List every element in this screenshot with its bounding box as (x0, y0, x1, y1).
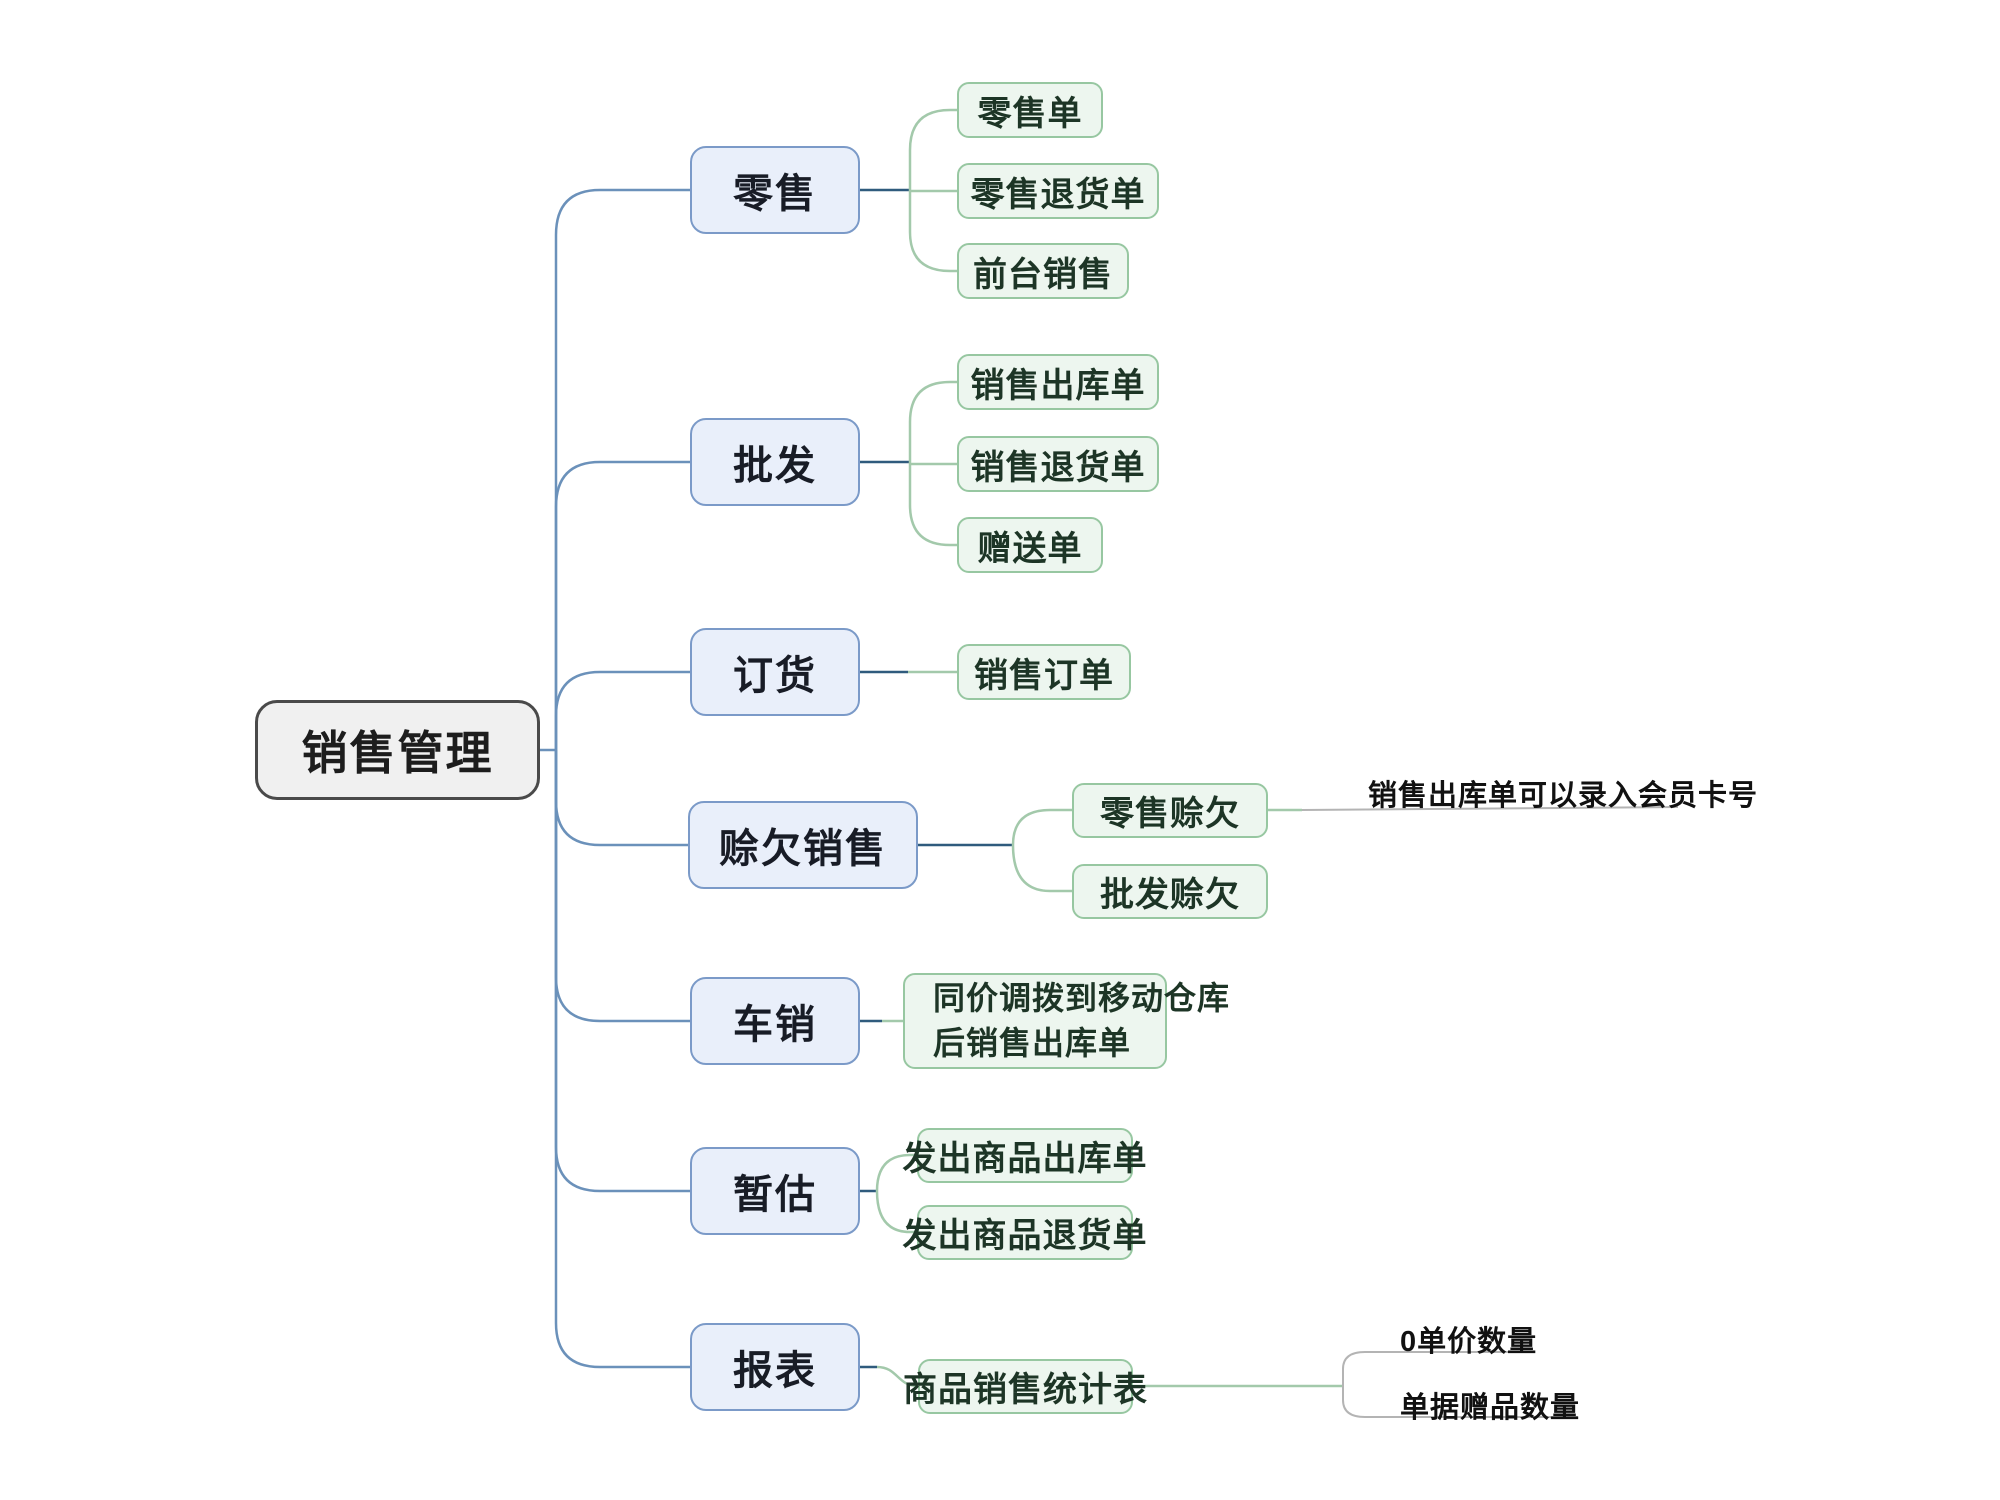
root-node-sales-management[interactable]: 销售管理 (255, 700, 540, 800)
branch-retail[interactable]: 零售 (690, 146, 860, 234)
branch-ordering[interactable]: 订货 (690, 628, 860, 716)
branch-reports[interactable]: 报表 (690, 1323, 860, 1411)
connector-credit-note-line (1301, 806, 1679, 811)
note-zero-unit-price-qty[interactable]: 0单价数量 (1400, 1326, 1538, 1358)
connector-trunk-vehicle (554, 750, 690, 1023)
branch-credit-sales[interactable]: 赊欠销售 (688, 801, 918, 889)
connector-credit-bracket (1011, 808, 1072, 893)
leaf-gift-order[interactable]: 赠送单 (957, 517, 1103, 573)
leaf-front-desk-sales[interactable]: 前台销售 (957, 243, 1129, 299)
leaf-transfer-line-1: 同价调拨到移动仓库 (933, 980, 1231, 1016)
branch-wholesale[interactable]: 批发 (690, 418, 860, 506)
leaf-sales-order[interactable]: 销售订单 (957, 644, 1131, 700)
connector-trunk-reports (554, 750, 690, 1369)
note-doc-gift-qty[interactable]: 单据赠品数量 (1400, 1392, 1581, 1424)
connector-reports-child (876, 1365, 919, 1388)
leaf-retail-credit[interactable]: 零售赊欠 (1072, 783, 1268, 838)
branch-provisional[interactable]: 暂估 (690, 1147, 860, 1235)
connector-trunk-retail (554, 188, 690, 750)
leaf-shipped-goods-return[interactable]: 发出商品退货单 (903, 1205, 1147, 1260)
leaf-shipped-goods-outbound[interactable]: 发出商品出库单 (903, 1128, 1147, 1183)
connector-trunk-ordering (554, 670, 690, 750)
leaf-sales-outbound-order[interactable]: 销售出库单 (957, 354, 1159, 410)
leaf-retail-return-order[interactable]: 零售退货单 (957, 163, 1159, 219)
leaf-wholesale-credit[interactable]: 批发赊欠 (1072, 864, 1268, 919)
leaf-transfer-line-2: 后销售出库单 (933, 1025, 1132, 1061)
connector-provisional-bracket (875, 1153, 917, 1234)
connector-stats-bracket (1342, 1351, 1366, 1418)
leaf-product-sales-statistics[interactable]: 商品销售统计表 (903, 1359, 1147, 1414)
connector-trunk-provisional (554, 750, 690, 1193)
note-member-card[interactable]: 销售出库单可以录入会员卡号 (1368, 780, 1759, 812)
leaf-transfer-mobile-warehouse[interactable]: 同价调拨到移动仓库 后销售出库单 (903, 973, 1229, 1069)
connector-trunk-wholesale (554, 460, 690, 750)
connector-trunk-credit (554, 750, 688, 847)
leaf-retail-order[interactable]: 零售单 (957, 82, 1103, 138)
leaf-sales-return-order[interactable]: 销售退货单 (957, 436, 1159, 492)
branch-vehicle-sales[interactable]: 车销 (690, 977, 860, 1065)
